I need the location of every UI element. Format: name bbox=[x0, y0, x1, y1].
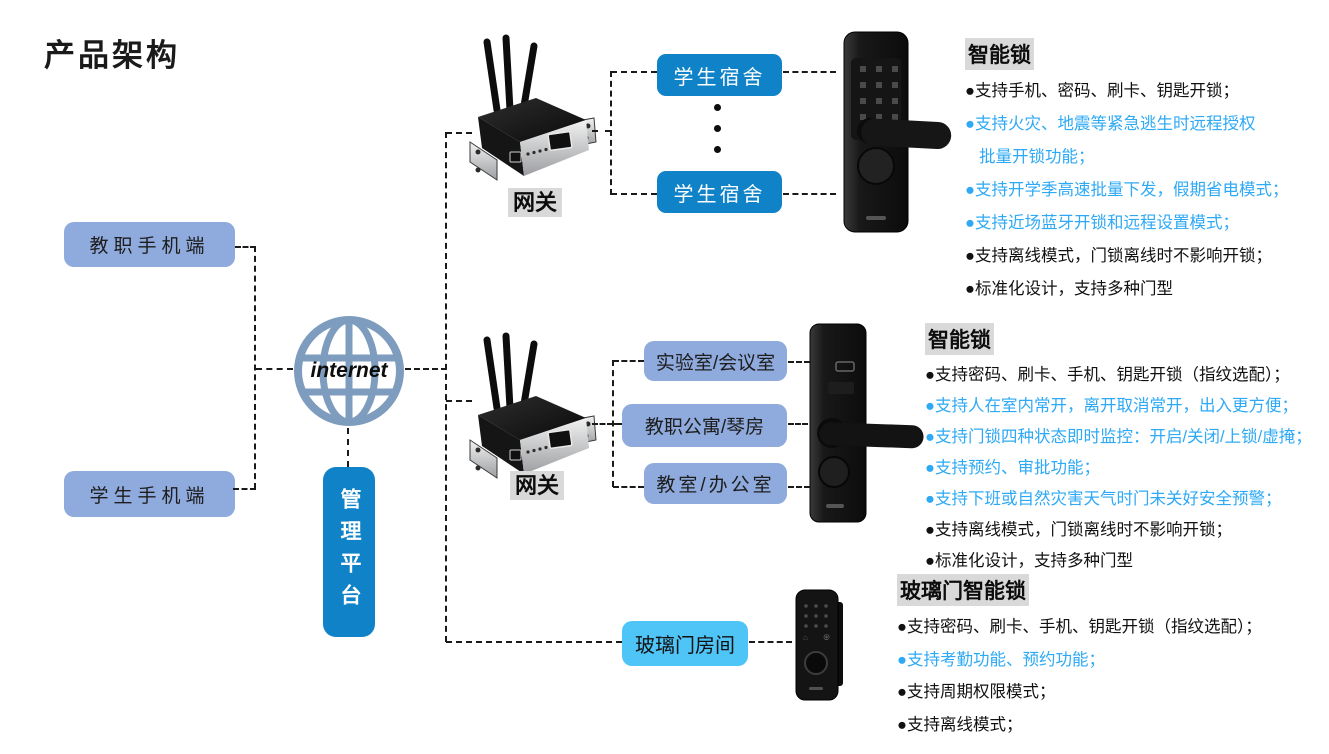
node-room-dorm-2: 学生宿舍 bbox=[657, 171, 782, 213]
node-room-glass-door: 玻璃门房间 bbox=[622, 621, 748, 666]
connector bbox=[613, 486, 644, 488]
feature-bullet: ●支持考勤功能、预约功能； bbox=[897, 650, 1105, 669]
dot-icon bbox=[714, 125, 721, 132]
feature-bullet: ●支持预约、审批功能； bbox=[925, 459, 1100, 477]
node-room-dorm-1-label: 学生宿舍 bbox=[673, 66, 766, 89]
feature-bullet: ●支持开学季高速批量下发，假期省电模式； bbox=[965, 181, 1289, 199]
page-title: 产品架构 bbox=[44, 38, 180, 73]
connector bbox=[347, 428, 349, 467]
smart-lock-image-top bbox=[843, 31, 952, 233]
connector bbox=[254, 246, 256, 489]
feature-bullet: ●支持离线模式； bbox=[897, 715, 1023, 734]
feature-bullet: ●支持离线模式，门锁离线时不影响开锁； bbox=[925, 521, 1232, 539]
svg-text:♼: ♼ bbox=[823, 633, 830, 642]
connector bbox=[235, 246, 256, 248]
node-teacher-mobile-label: 教职手机端 bbox=[89, 236, 210, 257]
feature-bullet: ●支持近场蓝牙开锁和远程设置模式； bbox=[965, 214, 1239, 232]
svg-text:⌂: ⌂ bbox=[803, 633, 808, 642]
connector bbox=[788, 361, 810, 363]
node-management-platform-label: 管理平台 bbox=[338, 488, 361, 616]
feature-bullet: ●支持密码、刷卡、手机、钥匙开锁（指纹选配）； bbox=[897, 618, 1262, 636]
node-room-dorm-2-label: 学生宿舍 bbox=[673, 183, 766, 206]
connector bbox=[749, 641, 792, 643]
internet-label: internet bbox=[310, 359, 388, 382]
gateway-router-image-mid bbox=[452, 328, 602, 488]
connector bbox=[233, 488, 256, 490]
connector bbox=[405, 368, 447, 370]
feature-bullet: ●支持门锁四种状态即时监控：开启/关闭/上锁/虚掩； bbox=[925, 428, 1312, 446]
feature-bullet: ●支持手机、密码、刷卡、钥匙开锁； bbox=[965, 82, 1239, 100]
feature-list: ●支持手机、密码、刷卡、钥匙开锁； ●支持火灾、地震等紧急逃生时远程授权 批量开… bbox=[965, 75, 1325, 306]
feature-bullet: ●标准化设计，支持多种门型 bbox=[965, 280, 1173, 298]
connector bbox=[592, 423, 613, 425]
connector bbox=[446, 400, 472, 402]
ellipsis-dots bbox=[714, 104, 721, 153]
feature-block-top: 智能锁 ●支持手机、密码、刷卡、钥匙开锁； ●支持火灾、地震等紧急逃生时远程授权… bbox=[965, 38, 1325, 306]
feature-block-mid-title: 智能锁 bbox=[925, 323, 994, 355]
connector bbox=[613, 423, 622, 425]
node-room-lab-meeting: 实验室/会议室 bbox=[644, 341, 787, 381]
node-room-apartment-piano: 教职公寓/琴房 bbox=[622, 404, 787, 447]
smart-lock-image-mid bbox=[809, 323, 924, 523]
connector bbox=[788, 486, 810, 488]
connector bbox=[446, 641, 622, 643]
connector bbox=[445, 132, 447, 642]
connector bbox=[592, 130, 611, 132]
feature-block-mid: 智能锁 ●支持密码、刷卡、手机、钥匙开锁（指纹选配）； ●支持人在室内常开，离开… bbox=[925, 323, 1329, 577]
node-room-glass-door-label: 玻璃门房间 bbox=[635, 635, 735, 657]
feature-block-bottom: 玻璃门智能锁 ●支持密码、刷卡、手机、钥匙开锁（指纹选配）； ●支持考勤功能、预… bbox=[897, 574, 1317, 741]
connector bbox=[788, 423, 808, 425]
feature-block-bottom-title: 玻璃门智能锁 bbox=[897, 574, 1029, 606]
node-student-mobile-label: 学生手机端 bbox=[89, 485, 210, 507]
feature-bullet: ●支持密码、刷卡、手机、钥匙开锁（指纹选配）； bbox=[925, 366, 1290, 384]
feature-bullet: ●支持人在室内常开，离开取消常开，出入更方便； bbox=[925, 397, 1298, 415]
feature-bullet: ●支持火灾、地震等紧急逃生时远程授权 bbox=[965, 115, 1256, 133]
node-room-classroom-office-label: 教室/办公室 bbox=[656, 475, 775, 496]
dot-icon bbox=[714, 104, 721, 111]
dot-icon bbox=[714, 146, 721, 153]
node-management-platform: 管理平台 bbox=[323, 467, 375, 637]
connector bbox=[783, 193, 836, 195]
node-student-mobile: 学生手机端 bbox=[64, 471, 235, 517]
glass-door-lock-image: ⌂ ♼ bbox=[795, 589, 843, 701]
gateway-top-label: 网关 bbox=[508, 188, 563, 217]
connector bbox=[256, 368, 293, 370]
feature-block-top-title: 智能锁 bbox=[965, 38, 1034, 70]
node-room-apartment-piano-label: 教职公寓/琴房 bbox=[644, 417, 765, 438]
feature-bullet: ●标准化设计，支持多种门型 bbox=[925, 552, 1133, 570]
gateway-mid-label: 网关 bbox=[510, 471, 565, 500]
connector bbox=[610, 71, 612, 195]
node-teacher-mobile: 教职手机端 bbox=[64, 222, 235, 267]
feature-list: ●支持密码、刷卡、手机、钥匙开锁（指纹选配）； ●支持考勤功能、预约功能； ●支… bbox=[897, 611, 1317, 741]
connector bbox=[446, 132, 472, 134]
feature-bullet: ●支持周期权限模式； bbox=[897, 683, 1056, 701]
connector bbox=[783, 71, 836, 73]
connector bbox=[613, 360, 644, 362]
feature-list: ●支持密码、刷卡、手机、钥匙开锁（指纹选配）； ●支持人在室内常开，离开取消常开… bbox=[925, 360, 1329, 577]
feature-bullet: ●支持离线模式，门锁离线时不影响开锁； bbox=[965, 247, 1272, 265]
feature-bullet: ●支持下班或自然灾害天气时门未关好安全预警； bbox=[925, 490, 1282, 508]
connector bbox=[611, 71, 657, 73]
node-room-classroom-office: 教室/办公室 bbox=[644, 463, 787, 504]
gateway-router-image-top bbox=[452, 30, 602, 190]
node-room-dorm-1: 学生宿舍 bbox=[657, 54, 782, 96]
feature-bullet: 批量开锁功能； bbox=[979, 148, 1095, 166]
node-room-lab-meeting-label: 实验室/会议室 bbox=[655, 352, 776, 374]
connector bbox=[611, 193, 657, 195]
